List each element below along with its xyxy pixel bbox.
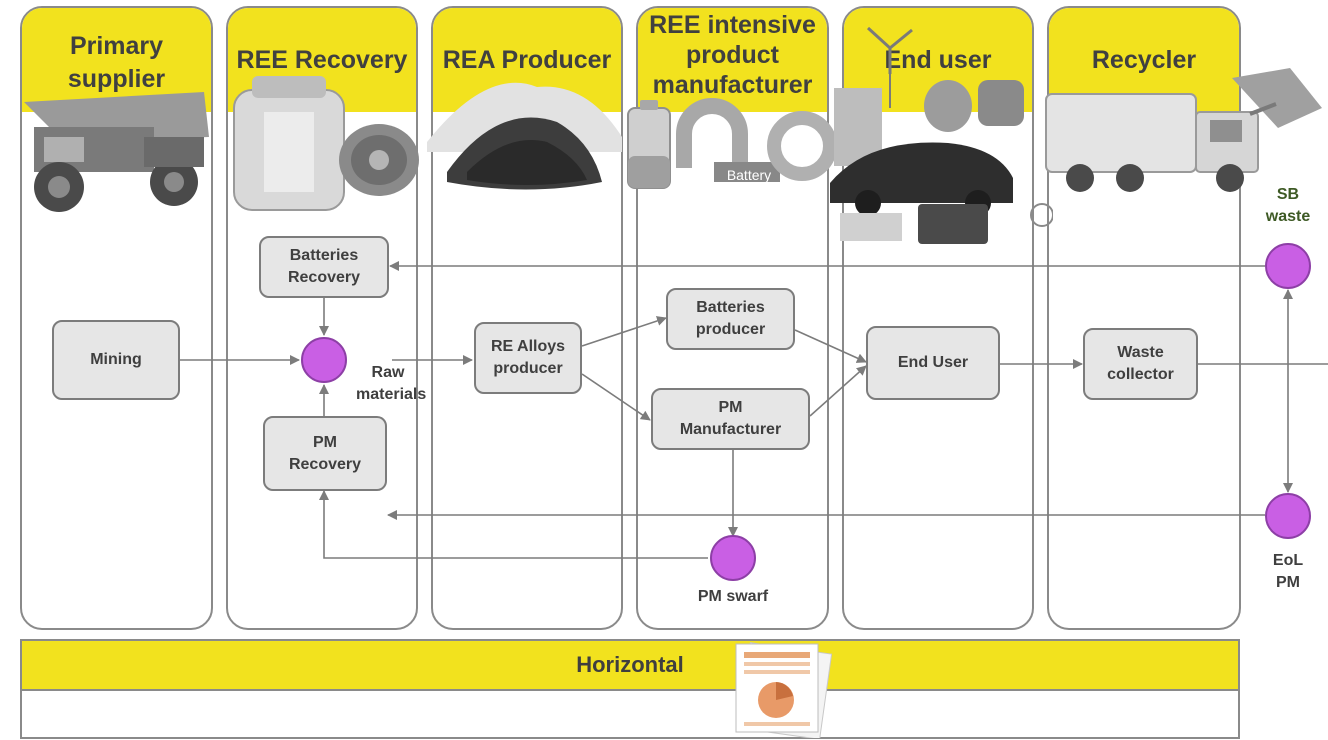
battery-label: Battery <box>726 167 772 183</box>
pm-swarf-label: PM swarf <box>697 588 769 605</box>
arrow-realloys-to-batprod <box>581 316 667 347</box>
end-user-box: End User <box>866 326 1000 400</box>
lane-title-end-user: End user <box>884 46 992 74</box>
horizontal-header <box>22 641 1238 691</box>
waste-collector-box: Waste collector <box>1083 328 1198 400</box>
eol-pm-label: EoL PM <box>1272 552 1304 591</box>
batteries-producer-box: Batteries producer <box>666 288 795 350</box>
end-user-products-image <box>830 26 1053 244</box>
arrow-swarf-to-pmrec <box>319 490 708 559</box>
arrow-pmman-to-enduser <box>809 365 867 417</box>
horizontal-lane: Horizontal <box>20 639 1240 739</box>
arrow-realloys-to-pmman <box>581 373 651 421</box>
lane-header <box>638 8 827 112</box>
battery-magnets-image <box>627 98 834 189</box>
sb-waste-label: SB waste <box>1265 186 1311 225</box>
raw-materials-node <box>301 337 347 383</box>
mining-truck-image <box>24 92 209 212</box>
lane-title-primary-supplier: Primary supplier <box>67 32 166 93</box>
lane-title-ree-intensive: REE intensive product manufacturer <box>649 11 816 99</box>
lane-title-recycler: Recycler <box>1091 46 1197 74</box>
lane-title-rea-producer: REA Producer <box>442 46 612 74</box>
re-alloys-producer-box: RE Alloys producer <box>474 322 582 394</box>
raw-materials-label: Raw materials <box>356 364 427 403</box>
arrow-batprod-to-enduser <box>794 329 867 363</box>
reactor-image <box>233 76 419 211</box>
pm-recovery-box: PM Recovery <box>263 416 387 491</box>
report-document-icon <box>735 642 833 738</box>
ree-powder-image <box>427 82 622 190</box>
sb-waste-node <box>1265 243 1311 289</box>
garbage-truck-image <box>1045 68 1322 192</box>
batteries-recovery-box: Batteries Recovery <box>259 236 389 298</box>
pm-manufacturer-box: PM Manufacturer <box>651 388 810 450</box>
mining-box: Mining <box>52 320 180 400</box>
eol-pm-node <box>1265 493 1311 539</box>
lane-title-ree-recovery: REE Recovery <box>236 46 408 74</box>
horizontal-title: Horizontal <box>576 652 684 677</box>
pm-swarf-node <box>710 535 756 581</box>
